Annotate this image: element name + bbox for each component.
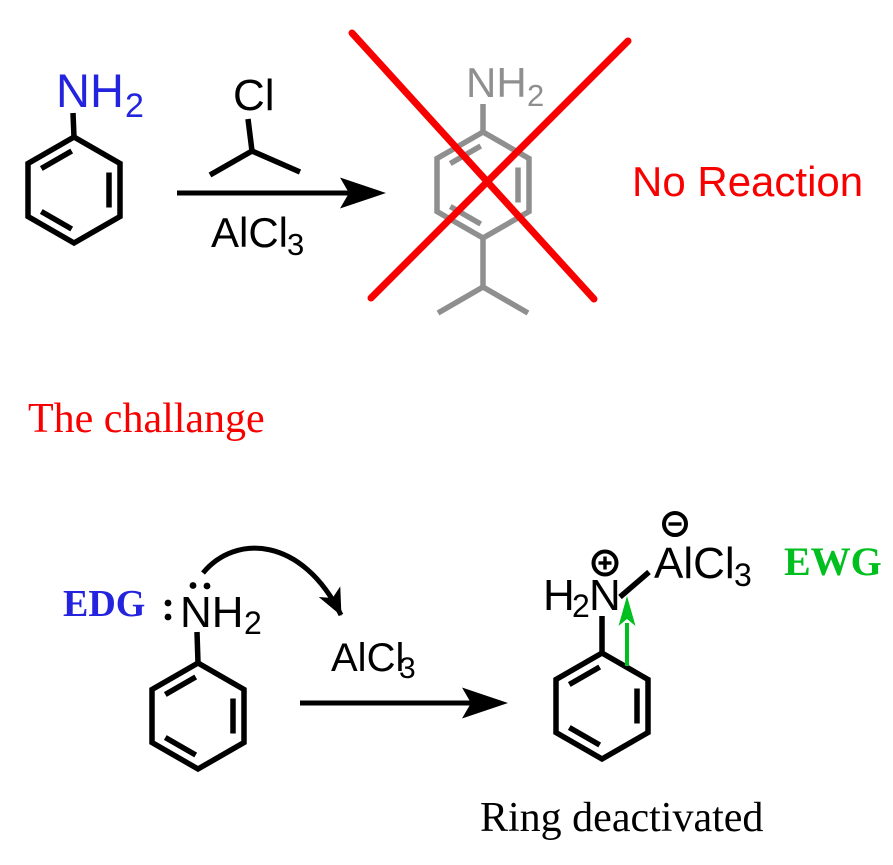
- minus-charge-icon: [662, 511, 688, 537]
- electron-withdrawal-arrow-icon: [618, 596, 636, 666]
- aniline-lone-pair-structure: NH 2: [149, 582, 262, 773]
- ewg-label: EWG: [784, 539, 882, 584]
- red-cross-icon: [348, 29, 632, 303]
- aniline-structure: NH 2: [25, 64, 144, 247]
- catalyst-label: AlCl: [211, 209, 288, 256]
- isopropyl-chloride-structure: Cl: [208, 71, 302, 178]
- c-cl-bond: [245, 118, 255, 152]
- amine-alcl3-complex-structure: H 2 N AlCl 3: [543, 511, 752, 763]
- h-label: H: [543, 571, 575, 620]
- product-amine-label: NH: [466, 59, 527, 106]
- edg-label: EDG: [63, 583, 145, 625]
- c-n-bond: [194, 631, 201, 664]
- catalyst-subscript: 3: [287, 227, 304, 262]
- reaction-arrow-bottom: [300, 687, 508, 719]
- product-amine-subscript: 2: [527, 78, 544, 113]
- isopropyl-methyl-right: [481, 284, 530, 316]
- isopropyl-methyl-left: [436, 284, 485, 316]
- h-subscript: 2: [572, 588, 590, 624]
- catalyst-label: AlCl: [331, 636, 404, 680]
- alcl3-subscript: 3: [734, 557, 752, 593]
- n-label: N: [589, 571, 621, 620]
- benzene-ring-icon: [553, 649, 651, 763]
- catalyst-subscript: 3: [399, 652, 416, 685]
- lone-pair-dots-icon: [164, 582, 211, 621]
- ring-deactivated-caption: Ring deactivated: [480, 795, 763, 841]
- chlorine-label: Cl: [233, 71, 275, 120]
- plus-charge-icon: [591, 549, 619, 577]
- amine-label: NH: [56, 64, 124, 117]
- amine-subscript: 2: [244, 605, 262, 641]
- challenge-heading: The challange: [28, 396, 265, 442]
- benzene-ring-icon: [25, 133, 123, 247]
- alcl3-label: AlCl: [654, 539, 735, 588]
- arrow-head-icon: [340, 177, 386, 209]
- electron-push-arrow-icon: [201, 545, 344, 617]
- arrow-head-icon: [462, 687, 508, 719]
- n-al-bond: [618, 569, 651, 600]
- methyl-bond-right: [250, 148, 302, 175]
- benzene-ring-icon: [149, 659, 247, 773]
- reaction-arrow-top: AlCl 3: [177, 177, 386, 262]
- c-n-bond: [70, 112, 77, 138]
- no-reaction-label: No Reaction: [632, 158, 863, 205]
- amine-subscript: 2: [125, 87, 144, 125]
- amine-label: NH: [180, 588, 244, 637]
- crossed-product-structure: NH 2: [434, 59, 544, 316]
- catalyst-bottom: AlCl 3: [331, 636, 416, 685]
- methyl-bond-left: [208, 148, 254, 178]
